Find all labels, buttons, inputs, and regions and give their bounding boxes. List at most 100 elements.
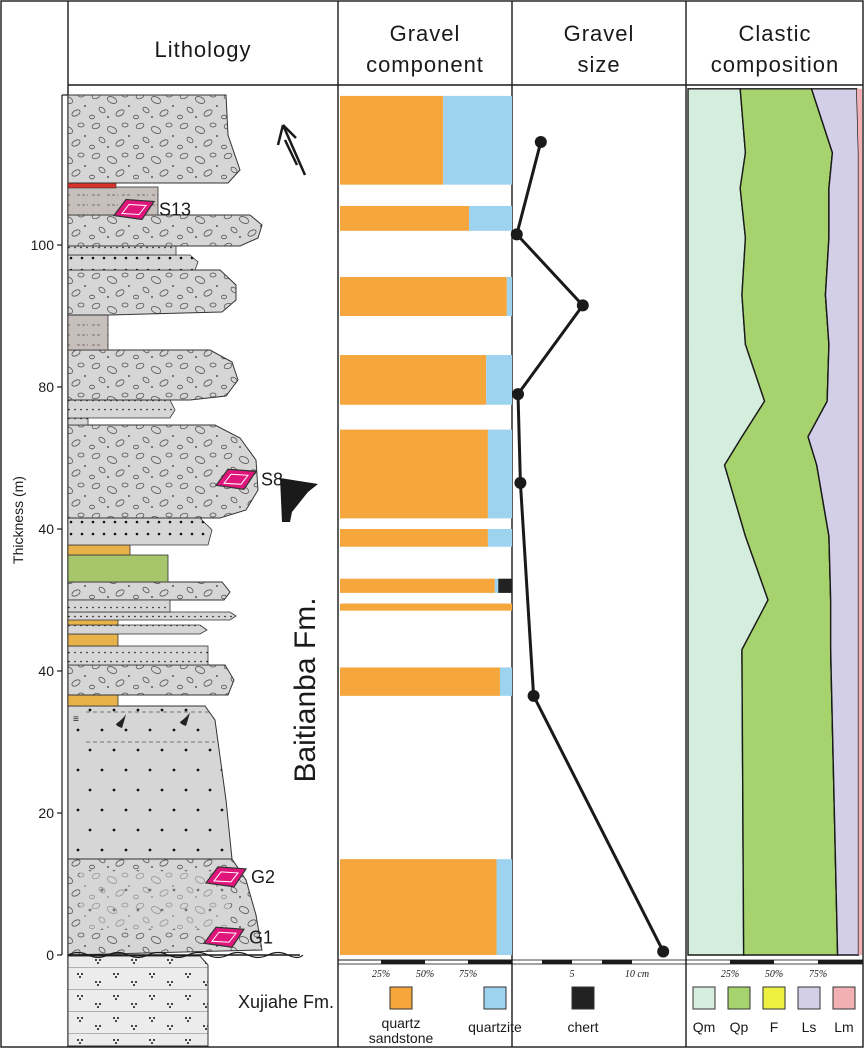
sample-label: S13 [159, 200, 191, 220]
header-gravel-component-2: component [366, 52, 484, 77]
basal-dot-overlay [80, 870, 230, 930]
formation-label-upper: Baitianba Fm. [289, 597, 322, 782]
thickness-tick-label: 40 [38, 663, 54, 679]
sample-hexagon-inner [213, 871, 239, 883]
thickness-tick-label: 100 [31, 237, 55, 253]
gravel-bar-quartz-sandstone [340, 205, 469, 231]
conglomerate-92 [67, 269, 237, 316]
paleocurrent-arrow-lower-icon [280, 478, 318, 522]
cc-scale-50: 50% [765, 969, 783, 980]
paleocurrent-arrow-upper-icon [276, 124, 307, 176]
red-bed [67, 182, 117, 189]
gravel-bar-quartz-sandstone [340, 859, 497, 955]
gc-scale-75: 75% [459, 969, 477, 980]
gravel-legend: quartz sandstone quartzite chert [369, 986, 599, 1046]
legend-label-lm: Lm [834, 1019, 853, 1035]
legend-swatch-chert [571, 986, 595, 1010]
legend-label-quartzite: quartzite [468, 1019, 522, 1035]
legend-swatch-qm [692, 986, 716, 1010]
gravel-bar-quartz-sandstone [340, 429, 488, 519]
sample-hexagon-icon [204, 866, 248, 888]
legend-label-ls: Ls [802, 1019, 817, 1035]
thin-sand-bed-2 [67, 611, 237, 621]
gravel-bar-quartzite [486, 355, 512, 405]
cc-scale-25: 25% [721, 969, 739, 980]
ripple-symbol: ≡ [73, 714, 79, 725]
sample-hexagon-icon [202, 926, 246, 948]
gravel-bar-quartz-sandstone [340, 95, 444, 185]
legend-swatch-ls [797, 986, 821, 1010]
ochre-bed-4 [67, 544, 131, 556]
gravel-bar-quartz-sandstone [340, 276, 507, 316]
gravel-bar-quartzite [487, 529, 512, 547]
gravel-size-point [534, 136, 547, 149]
clastic-legend: Qm Qp F Ls Lm [692, 986, 856, 1035]
sample-hexagon-icon [112, 198, 156, 221]
clastic-area-lm [856, 88, 862, 956]
fine-sand-bed-4 [67, 245, 177, 256]
sample-hexagon-icon [214, 468, 258, 490]
legend-swatch-quartzite [483, 986, 507, 1010]
fossil-icon-2 [180, 712, 190, 726]
clastic-panel: 25% 50% 75% [685, 88, 864, 980]
gravel-size-point [527, 689, 540, 702]
lithology-column: ≡ [67, 94, 334, 1047]
unconformity-wave [67, 951, 304, 959]
legend-swatch-lm [832, 986, 856, 1010]
thickness-tick-label: 0 [46, 947, 54, 963]
legend-label-f: F [770, 1019, 779, 1035]
sample-hexagon-inner [121, 203, 147, 216]
top-conglomerate [67, 94, 241, 184]
column-headers: Lithology Gravel component Gravel size C… [154, 21, 839, 77]
gc-scale-25: 25% [372, 969, 390, 980]
pebbly-sand-bed-3 [67, 399, 176, 419]
legend-swatch-qp [727, 986, 751, 1010]
fine-sand-bed-1 [67, 645, 209, 666]
gravel-bar-quartzite [499, 667, 512, 696]
legend-label-sandstone: sandstone [369, 1030, 434, 1046]
legend-label-qm: Qm [693, 1019, 716, 1035]
thin-sand-bed-1 [67, 624, 208, 635]
sample-hexagon-inner [211, 931, 237, 943]
gravel-size-series [515, 141, 665, 953]
header-lithology: Lithology [154, 37, 251, 62]
legend-label-qp: Qp [730, 1019, 749, 1035]
header-clastic-1: Clastic [738, 21, 811, 46]
gravel-size-point [512, 388, 524, 401]
gravel-component-bars [340, 95, 512, 955]
legend-swatch-quartz-sandstone [389, 986, 413, 1010]
gravel-size-point [576, 299, 589, 312]
legend-swatch-f [762, 986, 786, 1010]
gs-scale-10: 10 cm [625, 969, 649, 980]
gravel-bar-quartz-sandstone [340, 529, 488, 547]
gravel-size-point [514, 476, 527, 489]
header-clastic-2: composition [711, 52, 839, 77]
dotted-bed-95 [67, 254, 199, 271]
gravel-bar-quartzite [496, 859, 512, 955]
dotted-sand-bed [67, 517, 213, 546]
sample-label: G2 [251, 867, 275, 887]
gravel-bar-quartzite [469, 205, 512, 231]
thin-sand-bed-3 [67, 417, 89, 426]
gravel-bar-quartzite [443, 95, 512, 185]
gs-scale-5: 5 [570, 969, 575, 980]
gravel-bar-chert [498, 578, 512, 593]
legend-label-quartz: quartz [382, 1015, 421, 1031]
thickness-tick-label: 20 [38, 805, 54, 821]
conglomerate-101 [67, 214, 263, 247]
conglomerate-s8 [67, 424, 259, 519]
sample-label: G1 [249, 927, 273, 947]
gravel-bar-quartz-sandstone [340, 578, 495, 593]
gravel-size-point [510, 228, 523, 241]
ochre-bed-2 [67, 633, 119, 647]
pebbly-sand-bed-1 [67, 664, 235, 696]
ochre-bed-1 [67, 694, 119, 707]
gravel-bar-quartzite [487, 429, 512, 519]
header-gravel-component-1: Gravel [390, 21, 461, 46]
thickness-tick-label: 80 [38, 379, 54, 395]
green-bed [67, 554, 169, 583]
sample-marker-g2: G2 [204, 866, 275, 888]
